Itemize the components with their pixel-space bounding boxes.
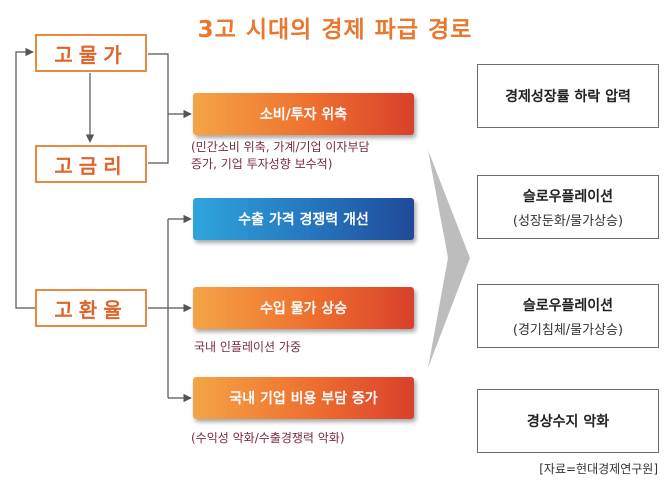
effect-corporate-cost: 국내 기업 비용 부담 증가 [193, 377, 414, 419]
consumption-note-line-1: (민간소비 위축, 가계/기업 이자부담 [191, 140, 370, 154]
effect-cost-note: (수익성 악화/수출경쟁력 악화) [191, 431, 345, 445]
result-slowflation-1-main: 슬로우플레이션 [522, 188, 614, 205]
flow-chevron [428, 150, 470, 368]
effect-consumption-investment: 소비/투자 위축 [193, 93, 414, 135]
result-current-account: 경상수지 악화 [477, 389, 659, 453]
result-slowflation-2-sub: (경기침체/물가상승) [512, 322, 624, 338]
result-slowflation-1-sub: (성장둔화/물가상승) [512, 213, 624, 229]
consumption-note-line-2: 증가, 기업 투자성향 보수적) [191, 157, 333, 171]
effect-import-note: 국내 인플레이션 가중 [194, 340, 301, 354]
result-slowflation-1: 슬로우플레이션 (성장둔화/물가상승) [477, 175, 659, 239]
result-slowflation-2: 슬로우플레이션 (경기침체/물가상승) [477, 284, 659, 348]
cause-high-prices: 고물가 [35, 34, 147, 72]
effect-export-competitiveness: 수출 가격 경쟁력 개선 [193, 198, 414, 240]
diagram-title: 3고 시대의 경제 파급 경로 [197, 17, 473, 43]
result-growth-pressure: 경제성장률 하락 압력 [477, 64, 659, 128]
effect-consumption-note: (민간소비 위축, 가계/기업 이자부담 증가, 기업 투자성향 보수적) [191, 139, 370, 173]
price-bracket-line [148, 53, 169, 164]
cause-high-rates: 고금리 [35, 145, 147, 183]
effect-import-prices: 수입 물가 상승 [193, 287, 414, 329]
result-current-account-text: 경상수지 악화 [526, 414, 610, 430]
source-credit: [자료=현대경제연구원] [539, 462, 658, 476]
fx-to-price-line [15, 47, 35, 309]
result-growth-text: 경제성장률 하락 압력 [505, 89, 631, 105]
result-slowflation-2-main: 슬로우플레이션 [522, 297, 614, 314]
cause-high-exchange: 고환율 [35, 289, 147, 327]
